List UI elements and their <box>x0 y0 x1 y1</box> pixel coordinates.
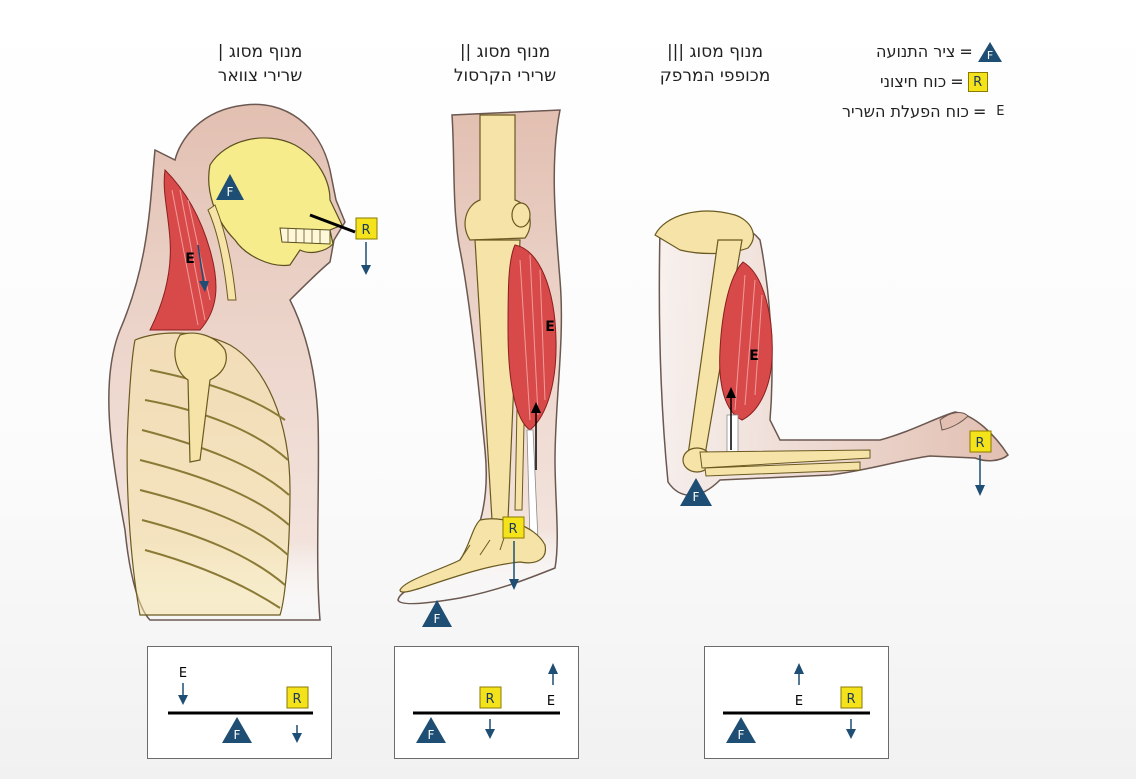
svg-text:F: F <box>693 490 700 504</box>
svg-text:R: R <box>846 692 855 707</box>
svg-text:R: R <box>292 692 301 707</box>
lever-1-resistance-marker: R <box>356 218 377 275</box>
lever-3-schematic: F E R <box>704 646 889 759</box>
svg-text:F: F <box>428 728 435 742</box>
lever-2-schematic-svg: F R E <box>395 647 580 760</box>
svg-text:R: R <box>361 223 370 238</box>
lever-1-schematic: E F R <box>147 646 332 759</box>
leg-ankle-illustration <box>398 110 561 604</box>
svg-text:R: R <box>485 692 494 707</box>
anatomy-illustrations: F R E <box>0 0 1136 640</box>
svg-text:F: F <box>227 185 234 199</box>
lever-1-schematic-svg: E F R <box>148 647 333 760</box>
svg-text:E: E <box>795 694 803 709</box>
lever-2-schematic: F R E <box>394 646 579 759</box>
lever-2-fulcrum-marker: F <box>422 600 452 627</box>
svg-text:E: E <box>185 251 195 267</box>
svg-text:F: F <box>738 728 745 742</box>
svg-text:E: E <box>545 319 555 335</box>
arm-elbow-illustration <box>655 211 1008 495</box>
svg-text:E: E <box>749 348 759 364</box>
svg-text:E: E <box>179 666 187 681</box>
svg-text:R: R <box>975 436 984 451</box>
svg-text:E: E <box>547 694 555 709</box>
lever-3-resistance-marker: R <box>970 431 991 496</box>
svg-text:R: R <box>508 522 517 537</box>
lever-3-schematic-svg: F E R <box>705 647 890 760</box>
svg-text:F: F <box>434 612 441 626</box>
svg-text:F: F <box>234 728 241 742</box>
